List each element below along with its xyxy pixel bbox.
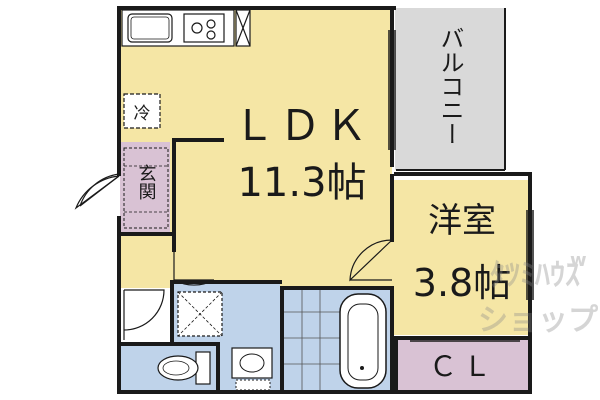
fridge-label: 冷 (134, 104, 151, 124)
balcony-label: バルコニー (436, 26, 464, 146)
ldk-size: 11.3帖 (237, 160, 366, 206)
swing-doors (74, 173, 393, 340)
bathroom-tile-grid (284, 286, 340, 392)
closet-label: ＣＬ (429, 350, 497, 383)
closet-area (398, 340, 528, 392)
washbasin-icon (231, 347, 273, 391)
fridge-box (123, 93, 161, 129)
toilet-icon (157, 351, 211, 385)
svg-text:ショップ: ショップ (478, 303, 599, 338)
kitchen-counter (121, 9, 235, 47)
entrance-area (120, 142, 170, 234)
balcony-area (395, 8, 505, 170)
sliding-doors (388, 30, 534, 342)
watermark: ﾀﾂﾐﾊｳｽ w ショップ (478, 250, 599, 338)
ldk-label: ＬＤＫ (233, 101, 371, 150)
walls (117, 6, 532, 394)
kitchen-sink-icon (127, 13, 173, 43)
svg-text:ﾀﾂﾐﾊｳｽ: ﾀﾂﾐﾊｳｽ (490, 258, 580, 293)
bathtub-icon (339, 293, 387, 389)
western-label: 洋室 (428, 201, 496, 241)
western-room-area (392, 180, 530, 335)
svg-text:w: w (570, 250, 587, 271)
entrance-label: 玄関 (136, 164, 157, 200)
kitchen-shelf-icon (235, 9, 251, 47)
western-size: 3.8帖 (413, 261, 511, 305)
stove-icon (183, 13, 225, 43)
